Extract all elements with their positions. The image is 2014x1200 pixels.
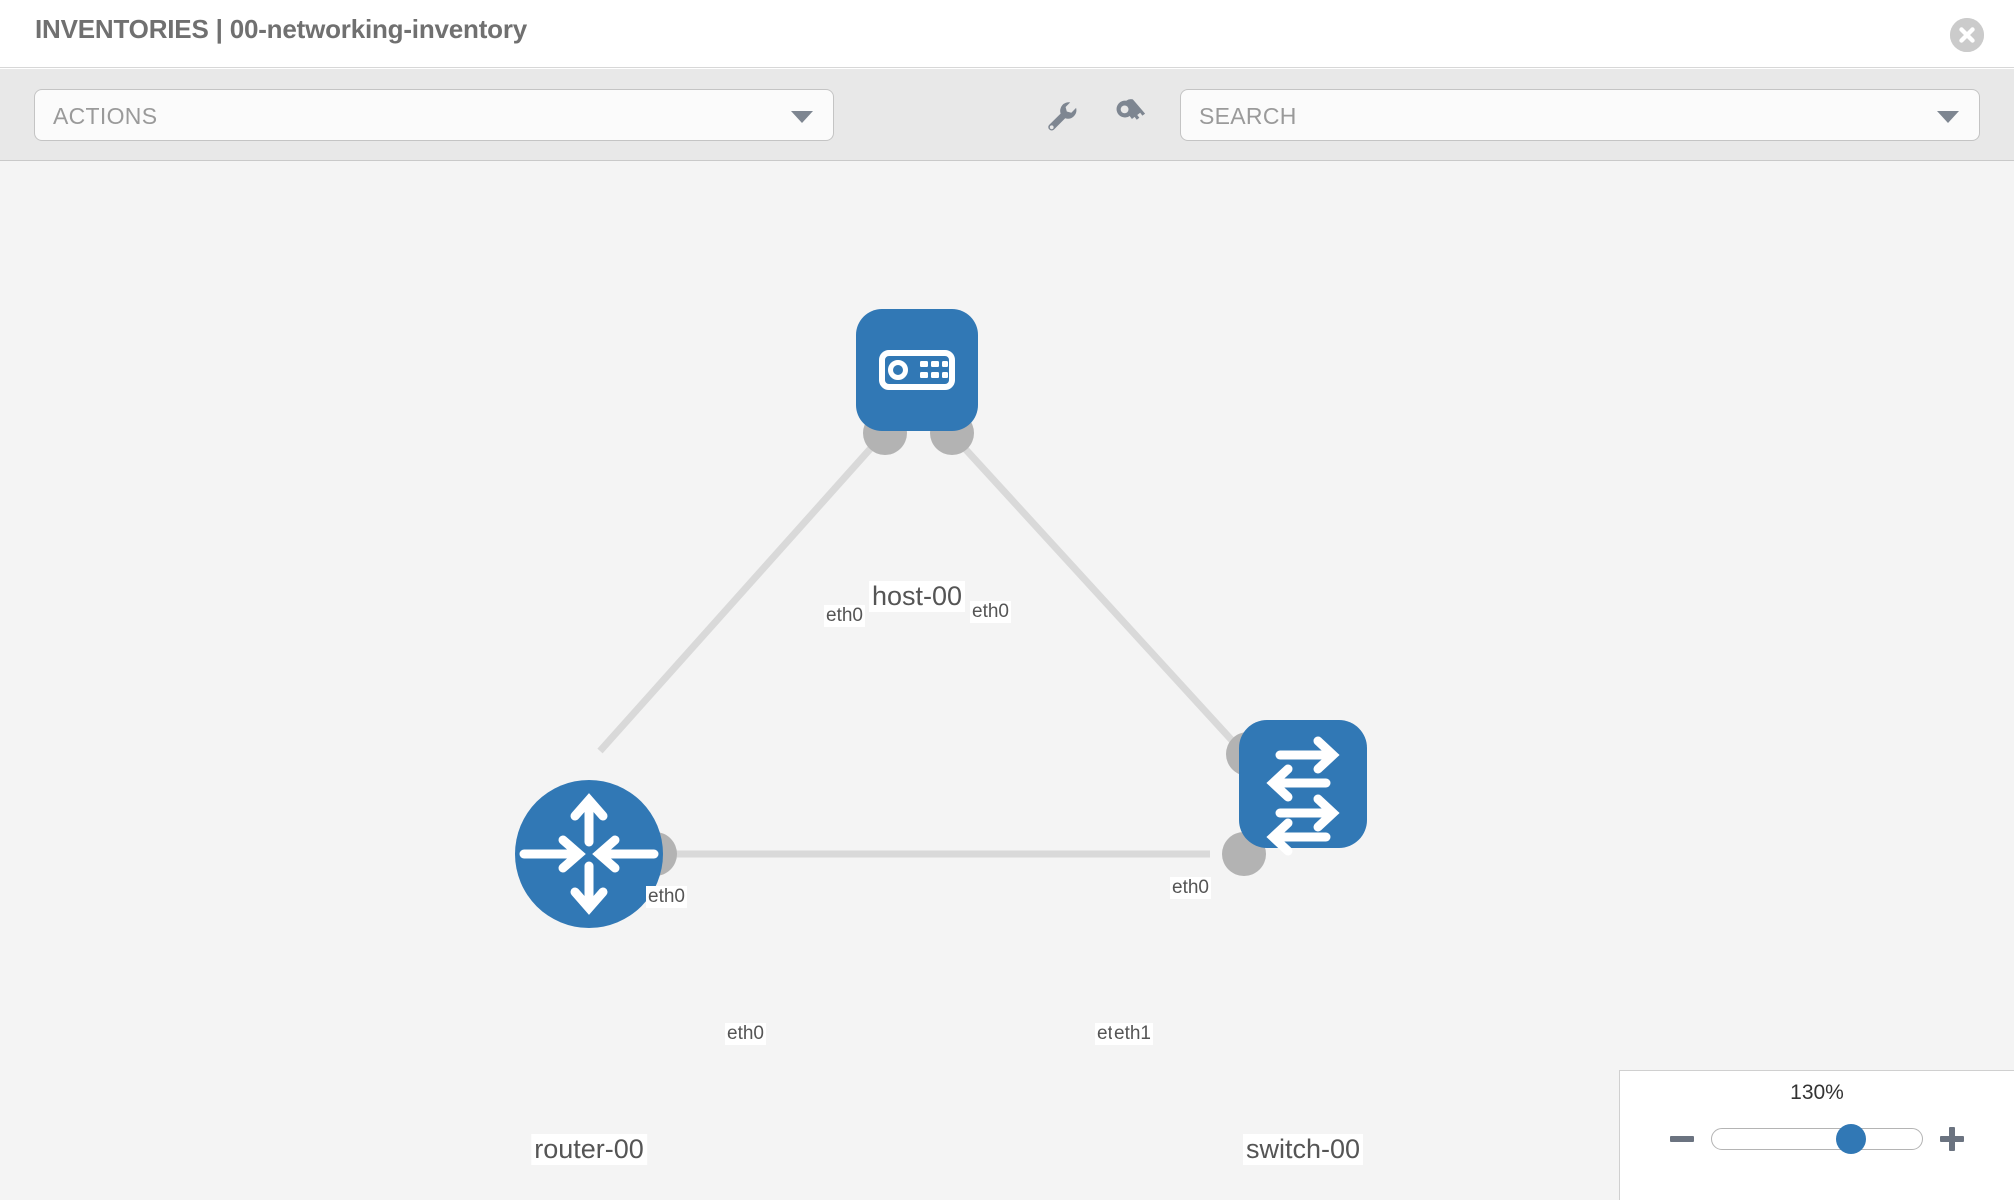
zoom-slider-thumb[interactable] <box>1835 1124 1866 1154</box>
edge-host-router <box>597 426 891 754</box>
actions-dropdown-label: ACTIONS <box>53 103 158 129</box>
zoom-control-panel: 130% <box>1619 1070 2014 1200</box>
wrench-icon[interactable] <box>1040 95 1080 140</box>
edge-host-switch <box>944 426 1241 750</box>
edge-label-router-host: eth0 <box>646 886 687 908</box>
key-icon[interactable] <box>1110 95 1150 140</box>
topology-canvas[interactable]: eth0 eth0 eth0 eth0 eth0 eth0 eth1 host-… <box>0 161 2014 1200</box>
chevron-down-icon <box>791 111 813 123</box>
page-header: INVENTORIES | 00-networking-inventory <box>0 0 2014 68</box>
page-title: INVENTORIES | 00-networking-inventory <box>35 14 528 44</box>
node-label-host-00: host-00 <box>868 581 966 612</box>
zoom-out-button[interactable] <box>1667 1124 1697 1154</box>
search-input[interactable]: SEARCH <box>1180 89 1980 141</box>
server-appliance-icon <box>879 350 955 390</box>
zoom-control-row <box>1620 1119 2014 1159</box>
router-arrows-icon <box>519 793 659 915</box>
node-switch-00[interactable] <box>1239 720 1367 856</box>
edge-label-switch-router-eth1: eth1 <box>1112 1023 1153 1045</box>
connector-group <box>633 411 1270 876</box>
edge-label-router-switch-left: eth0 <box>725 1023 766 1045</box>
zoom-slider[interactable] <box>1711 1124 1923 1154</box>
node-label-switch-00: switch-00 <box>1242 1134 1364 1165</box>
node-host-00[interactable] <box>856 309 978 431</box>
edge-label-host-switch-near: eth0 <box>970 601 1011 623</box>
node-label-router-00: router-00 <box>531 1134 647 1165</box>
close-icon[interactable] <box>1950 18 1984 52</box>
zoom-level-value: 130% <box>1790 1081 1844 1104</box>
search-placeholder: SEARCH <box>1199 103 1297 129</box>
chevron-down-icon <box>1937 111 1959 123</box>
edge-group <box>597 426 1241 858</box>
edge-label-switch-host: eth0 <box>1170 877 1211 899</box>
toolbar: ACTIONS <box>0 69 2014 161</box>
toolbar-icon-group <box>1040 95 1150 140</box>
zoom-in-button[interactable] <box>1937 1124 1967 1154</box>
actions-dropdown[interactable]: ACTIONS <box>34 89 834 141</box>
topology-graph[interactable] <box>0 161 2014 1200</box>
switch-arrows-icon <box>1266 736 1340 856</box>
edge-label-host-router-near: eth0 <box>824 605 865 627</box>
node-router-00[interactable] <box>515 780 663 928</box>
